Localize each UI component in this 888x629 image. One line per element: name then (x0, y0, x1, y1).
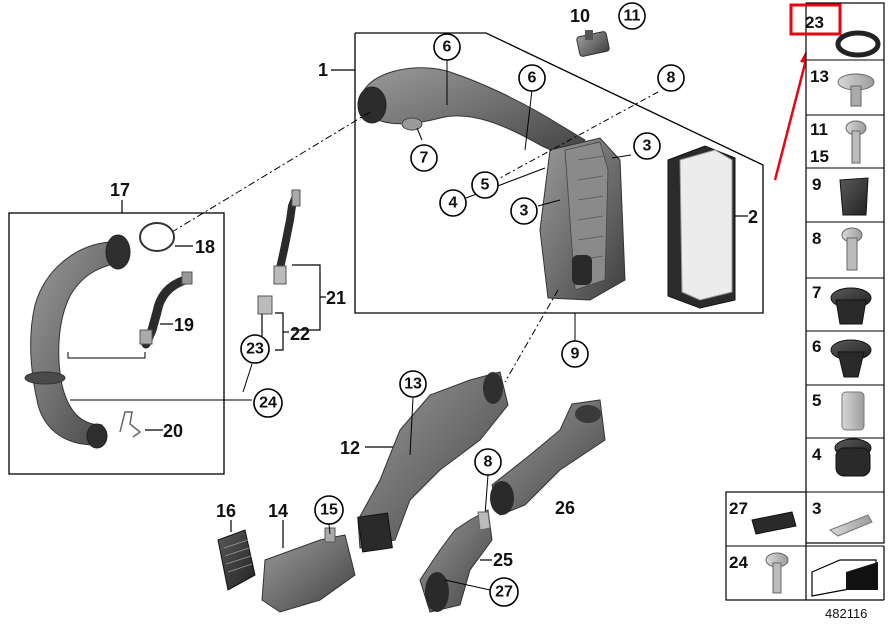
air-guide-14 (261, 527, 356, 613)
connector-lines (171, 111, 559, 383)
label-21: 21 (326, 288, 346, 308)
filter-housing-group: 1 2 (318, 32, 764, 314)
intake-duct-group: 17 18 19 20 (8, 180, 252, 475)
sidebar-label-15: 15 (810, 147, 829, 166)
sidebar-label-9: 9 (812, 175, 821, 194)
o-ring-23 (835, 30, 881, 58)
sidebar-label-27: 27 (729, 499, 748, 518)
svg-text:11: 11 (624, 8, 641, 25)
label-20: 20 (163, 421, 183, 441)
grommet-6 (830, 339, 872, 378)
grommet-4 (834, 438, 872, 477)
svg-text:5: 5 (481, 177, 490, 194)
sidebar-label-8: 8 (812, 229, 821, 248)
callout-24: 24 (253, 388, 283, 418)
housing-frame (354, 32, 764, 314)
air-duct-25 (419, 509, 493, 613)
callout-6-b: 6 (518, 64, 546, 92)
label-18: 18 (195, 237, 215, 257)
label-10: 10 (570, 6, 590, 26)
label-26: 26 (555, 498, 575, 518)
vent-hose (141, 275, 190, 349)
bolt-8 (841, 227, 863, 271)
svg-text:8: 8 (667, 70, 676, 87)
label-14: 14 (268, 501, 288, 521)
screw-11-15 (845, 120, 867, 164)
diagram-number: 482116 (825, 606, 867, 621)
air-duct-12 (357, 371, 509, 553)
label-16: 16 (216, 501, 236, 521)
vent-hose-21 (276, 192, 300, 272)
callout-6-a: 6 (433, 33, 461, 61)
air-duct-26 (490, 399, 606, 516)
sidebar-label-4: 4 (812, 445, 822, 464)
grille-part-16 (217, 529, 256, 591)
left-group-frame (8, 212, 225, 475)
screw-24 (765, 552, 789, 594)
sidebar-label-11: 11 (810, 120, 828, 139)
svg-text:4: 4 (449, 195, 458, 212)
callout-27: 27 (489, 577, 519, 607)
svg-text:9: 9 (571, 346, 580, 363)
svg-text:27: 27 (495, 584, 513, 601)
hose-assembly-group: 21 22 (257, 189, 346, 351)
spring-clip (119, 411, 142, 438)
callout-3-b: 3 (510, 197, 538, 225)
svg-text:7: 7 (420, 150, 429, 167)
svg-text:6: 6 (528, 70, 537, 87)
hose-clamp (139, 222, 175, 252)
svg-text:23: 23 (246, 341, 264, 358)
intake-pipe (361, 67, 586, 161)
callout-15: 15 (314, 495, 344, 525)
housing-outlet (572, 255, 592, 285)
svg-text:15: 15 (320, 502, 338, 519)
label-25: 25 (493, 550, 513, 570)
label-17: 17 (110, 180, 130, 200)
grommet-7 (830, 287, 872, 325)
sidebar-label-6: 6 (812, 337, 821, 356)
callout-13: 13 (399, 370, 427, 398)
sidebar-label-13: 13 (810, 67, 829, 86)
hose-connector (257, 295, 273, 315)
sleeve-5 (841, 391, 865, 431)
highlight-box-23 (789, 3, 842, 36)
sensor-part (576, 30, 610, 57)
sidebar-label-23: 23 (805, 13, 824, 32)
intake-pipe-opening (357, 86, 387, 124)
svg-text:13: 13 (404, 376, 422, 393)
sidebar-label-5: 5 (812, 391, 821, 410)
svg-text:24: 24 (259, 395, 277, 412)
callout-23: 23 (240, 334, 270, 364)
pad-27 (751, 511, 797, 535)
callout-11: 11 (618, 2, 646, 30)
callout-7: 7 (410, 144, 438, 172)
clip-3 (828, 514, 873, 537)
svg-text:3: 3 (520, 203, 529, 220)
label-2: 2 (748, 207, 758, 227)
svg-text:3: 3 (643, 138, 652, 155)
sidebar-label-24: 24 (729, 553, 748, 572)
label-22: 22 (290, 324, 310, 344)
sidebar-label-3: 3 (812, 499, 821, 518)
intake-duct (30, 241, 126, 446)
callout-3-a: 3 (633, 132, 661, 160)
callout-5: 5 (471, 171, 499, 199)
svg-text:8: 8 (484, 454, 493, 471)
callout-9: 9 (561, 340, 589, 368)
label-12: 12 (340, 438, 360, 458)
svg-text:6: 6 (443, 39, 452, 56)
direction-arrow-icon (811, 559, 878, 597)
label-1: 1 (318, 60, 328, 80)
grommet-9 (839, 177, 869, 216)
expanding-rivet-13 (837, 73, 875, 107)
callout-8-a: 8 (657, 64, 685, 92)
label-19: 19 (174, 315, 194, 335)
callout-8-b: 8 (474, 448, 502, 476)
callout-4: 4 (439, 189, 467, 217)
sidebar-label-7: 7 (812, 283, 821, 302)
